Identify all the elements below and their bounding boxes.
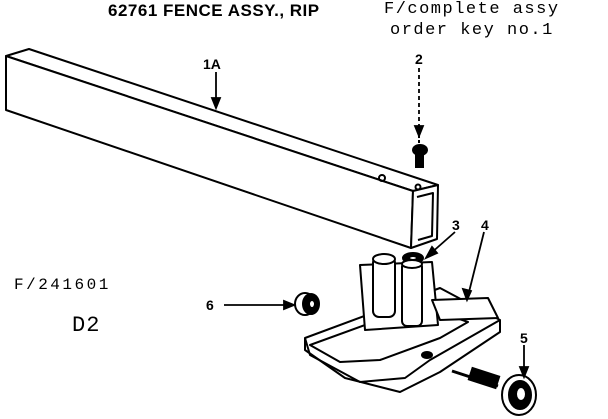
order-note-line-1: F/complete assy bbox=[384, 0, 560, 19]
leader-lines bbox=[210, 68, 530, 380]
screw bbox=[412, 135, 428, 168]
lock-knob bbox=[451, 366, 537, 416]
fence-rail bbox=[5, 48, 439, 249]
callout-4: 4 bbox=[481, 217, 489, 233]
order-note-line-2: order key no.1 bbox=[390, 21, 554, 40]
callout-6: 6 bbox=[206, 297, 214, 313]
diagram-code: D2 bbox=[72, 313, 101, 338]
part-number: F/241601 bbox=[14, 276, 111, 294]
callout-5: 5 bbox=[520, 330, 528, 346]
callout-1a: 1A bbox=[203, 56, 221, 72]
fence-base bbox=[304, 253, 501, 393]
bushing bbox=[294, 292, 320, 316]
callout-2: 2 bbox=[415, 51, 423, 67]
callout-3: 3 bbox=[452, 217, 460, 233]
assembly-title: 62761 FENCE ASSY., RIP bbox=[108, 1, 320, 20]
